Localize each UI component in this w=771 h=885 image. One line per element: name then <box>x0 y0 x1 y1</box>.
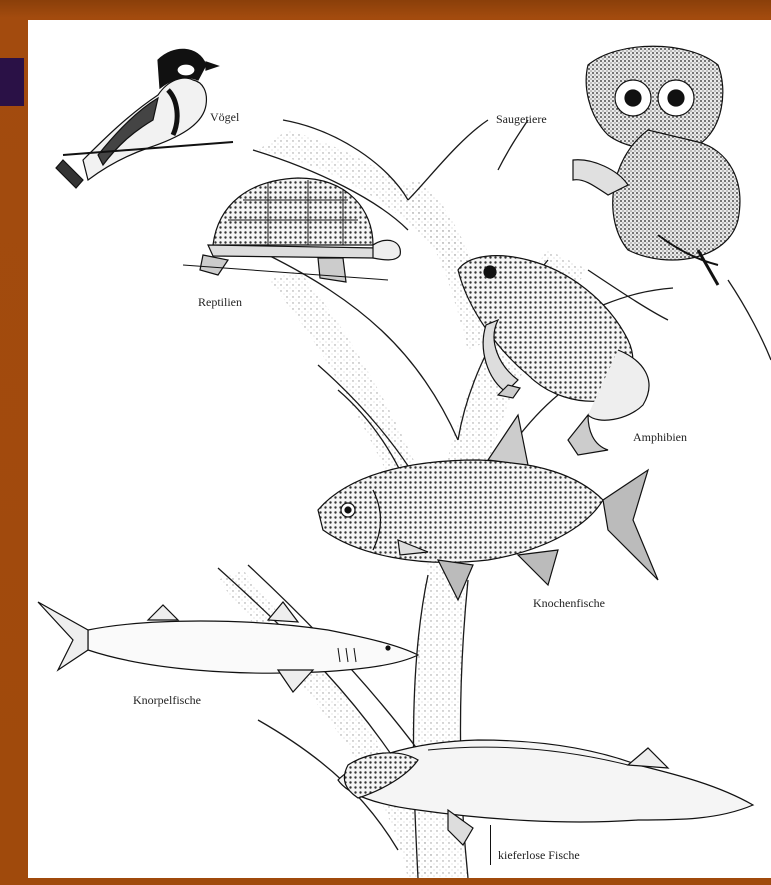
label-knochenfische: Knochenfische <box>533 596 605 611</box>
label-saeugetiere: Saugetiere <box>496 112 547 127</box>
bird-illustration <box>56 49 233 188</box>
label-kieferlose-fische: kieferlose Fische <box>498 848 580 863</box>
evolution-tree-drawing <box>28 20 771 878</box>
accent-strip <box>0 58 24 106</box>
shark-illustration <box>38 602 418 692</box>
tarsier-illustration <box>573 46 740 285</box>
evolution-tree-panel: Vögel Saugetiere Reptilien Amphibien Kno… <box>28 20 771 878</box>
pointer-line <box>490 825 491 865</box>
label-knorpelfische: Knorpelfische <box>133 693 201 708</box>
tortoise-illustration <box>183 178 400 282</box>
label-amphibien: Amphibien <box>633 430 687 445</box>
label-reptilien: Reptilien <box>198 295 242 310</box>
label-voegel: Vögel <box>210 110 239 125</box>
